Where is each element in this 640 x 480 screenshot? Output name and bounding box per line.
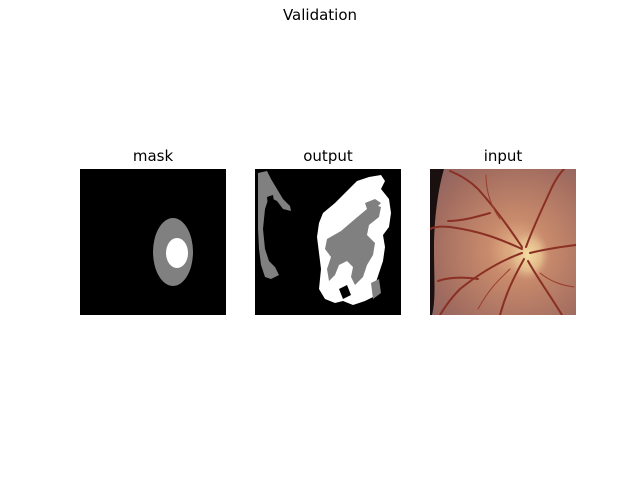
output-panel: output [255,146,401,315]
fundus-edge [430,169,444,315]
figure-title: Validation [282,6,358,24]
blood-vessels [430,169,576,315]
mask-title: mask [132,147,174,165]
output-title: output [303,147,353,165]
input-panel: input [430,146,576,315]
output-gray-inner [325,205,381,285]
mask-panel: mask [80,146,226,315]
optic-cup-region [166,238,188,268]
output-gray-left [258,171,291,279]
optic-disc [506,229,550,281]
mask-background [80,169,226,315]
output-image [255,169,401,315]
retina-fundus [430,169,576,315]
input-image [430,169,576,315]
mask-image [80,169,226,315]
input-title: input [483,147,523,165]
